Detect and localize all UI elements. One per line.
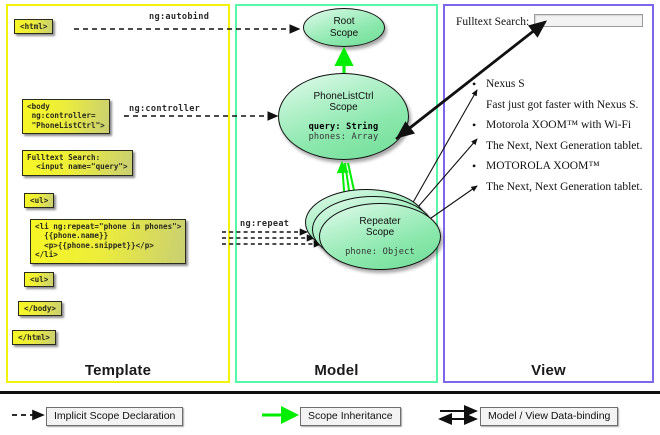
panel-label-model: Model [314,362,359,379]
relation-label-autobind: ng:autobind [149,12,210,22]
phone-snippet: The Next, Next Generation tablet. [486,181,643,193]
list-item: Nexus S Fast just got faster with Nexus … [470,76,650,113]
list-item: Motorola XOOM™ with Wi-Fi The Next, Next… [470,117,650,154]
code-box-body-close: </body> [18,301,63,317]
scope-ctrl-prop-query: query: String [308,121,379,132]
code-box-li-repeat: <li ng:repeat="phone in phones"> {{phone… [30,219,187,264]
scope-ctrl-prop-phones: phones: Array [308,132,379,142]
relation-label-repeat: ng:repeat [240,219,290,229]
panel-label-template: Template [84,362,152,379]
scope-root-title-line1: Root [333,16,355,27]
code-box-html-close: </html> [12,330,57,346]
legend-label-scope-inheritance: Scope Inheritance [300,407,401,426]
view-phone-list: Nexus S Fast just got faster with Nexus … [470,76,650,199]
list-item: MOTOROLA XOOM™ The Next, Next Generation… [470,158,650,195]
legend-divider [0,391,660,394]
relation-label-controller: ng:controller [129,104,201,114]
scope-phonelistctrl: PhoneListCtrl Scope query: String phones… [278,73,409,160]
legend-label-model-view-data-binding: Model / View Data-binding [480,407,619,426]
view-search-input[interactable] [534,14,643,27]
scope-repeater-prop-phone: phone: Object [345,246,415,257]
scope-repeater-title-line1: Repeater [359,215,401,227]
scope-ctrl-title-line2: Scope [329,102,358,113]
phone-name: Nexus S [470,76,650,92]
code-box-ul-open: <ul> [24,193,55,209]
code-box-body-open: <body ng:controller= "PhoneListCtrl"> [22,99,110,135]
scope-root-title-line2: Scope [329,27,359,39]
phone-snippet: Fast just got faster with Nexus S. [486,99,639,111]
view-search-label: Fulltext Search: [456,16,530,28]
scope-repeater-front: Repeater Scope phone: Object [319,203,441,270]
code-box-ul-close: <ul> [24,272,55,288]
legend-label-implicit-scope-declaration: Implicit Scope Declaration [46,407,184,426]
phone-name: Motorola XOOM™ with Wi-Fi [470,117,650,133]
scope-repeater-title-line2: Scope [365,227,395,239]
code-box-search: Fulltext Search: <input name="query"> [22,150,133,176]
code-box-html-open: <html> [14,19,54,35]
scope-ctrl-title-line1: PhoneListCtrl [313,90,374,102]
panel-template [6,4,230,383]
scope-root: Root Scope [303,8,385,47]
phone-name: MOTOROLA XOOM™ [470,158,650,174]
phone-snippet: The Next, Next Generation tablet. [486,140,643,152]
panel-label-view: View [531,362,566,379]
